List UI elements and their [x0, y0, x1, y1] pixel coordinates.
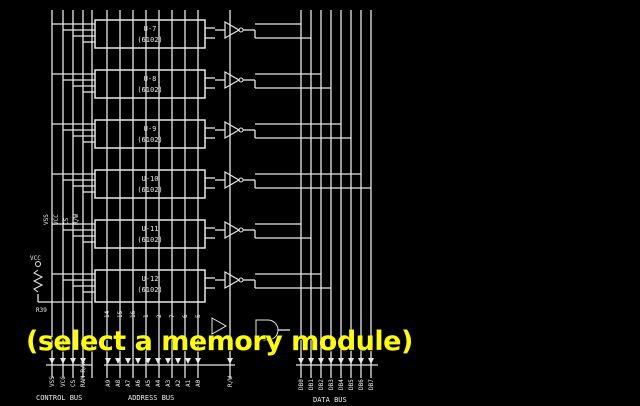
chip-label: U-7 — [144, 25, 157, 33]
address-bus-label: ADDRESS BUS — [128, 394, 174, 402]
data-arrow-icon — [298, 358, 304, 364]
chip-label: U-11 — [142, 225, 159, 233]
data-arrow-icon — [318, 358, 324, 364]
data-arrow-icon — [328, 358, 334, 364]
control-arrow-icon — [60, 358, 66, 364]
address-pin-number: 16 — [130, 310, 137, 318]
data-signal-label: DB5 — [348, 379, 355, 390]
address-signal-label: A1 — [185, 379, 192, 387]
side-signal-label: R/W — [73, 214, 80, 225]
address-pin-number: 14 — [104, 310, 111, 318]
address-signal-label: A9 — [105, 379, 112, 387]
rw-signal-label: R/W — [227, 376, 234, 387]
address-arrow-icon — [185, 358, 191, 364]
inverter-gate-icon — [211, 317, 228, 335]
address-signal-label: A0 — [195, 379, 202, 387]
control-arrow-icon — [49, 358, 55, 364]
data-bus-label: DATA BUS — [313, 396, 347, 404]
chip-part: (6102) — [137, 136, 162, 144]
address-signal-label: A2 — [175, 379, 182, 387]
chip-label: U-12 — [142, 275, 159, 283]
resistor-icon — [32, 269, 44, 293]
chip-u-7 — [94, 19, 206, 49]
address-signal-label: A4 — [155, 379, 162, 387]
chip-u-12 — [94, 269, 206, 303]
chip-label: U-10 — [142, 175, 159, 183]
address-arrow-icon — [145, 358, 151, 364]
control-arrow-icon — [80, 358, 86, 364]
address-pin-number: 15 — [117, 310, 124, 318]
data-signal-label: DB7 — [368, 379, 375, 390]
address-arrow-icon — [195, 358, 201, 364]
buffer-gate-icon — [224, 170, 241, 190]
address-arrow-icon — [105, 358, 111, 364]
address-arrow-icon — [155, 358, 161, 364]
chip-part: (6102) — [137, 86, 162, 94]
caption-instruction: (select a memory module) — [26, 326, 413, 357]
address-arrow-icon — [115, 358, 121, 364]
data-arrow-icon — [308, 358, 314, 364]
address-pin-number: 6 — [182, 314, 189, 318]
resistor-label: R39 — [36, 307, 47, 314]
control-signal-label: VSS — [49, 376, 56, 387]
side-signal-label: VCC — [53, 214, 60, 225]
side-signal-label: VSS — [43, 214, 50, 225]
buffer-gate-icon — [224, 270, 241, 290]
data-signal-label: DB0 — [298, 379, 305, 390]
buffer-gate-icon — [224, 70, 241, 90]
rw-arrow-icon — [227, 358, 233, 364]
address-arrow-icon — [175, 358, 181, 364]
side-signal-label: CS — [63, 217, 70, 225]
control-signal-label: VCC — [60, 376, 67, 387]
chip-u-11 — [94, 219, 206, 249]
control-signal-label: CS — [70, 379, 77, 387]
address-signal-label: A5 — [145, 379, 152, 387]
data-signal-label: DB1 — [308, 379, 315, 390]
chip-u-10 — [94, 169, 206, 199]
address-signal-label: A6 — [135, 379, 142, 387]
chip-label: U-8 — [144, 75, 157, 83]
data-arrow-icon — [348, 358, 354, 364]
data-arrow-icon — [358, 358, 364, 364]
chip-part: (6102) — [137, 186, 162, 194]
data-signal-label: DB4 — [338, 379, 345, 390]
nand-gate-icon — [255, 319, 279, 341]
buffer-gate-icon — [224, 220, 241, 240]
data-signal-label: DB2 — [318, 379, 325, 390]
address-arrow-icon — [135, 358, 141, 364]
address-pin-number: 7 — [169, 314, 176, 318]
address-signal-label: A7 — [125, 379, 132, 387]
address-pin-number: 2 — [156, 314, 163, 318]
buffer-gate-icon — [224, 20, 241, 40]
vcc-label: VCC — [30, 255, 41, 262]
chip-u-9 — [94, 119, 206, 149]
chip-part: (6102) — [137, 236, 162, 244]
control-arrow-icon — [70, 358, 76, 364]
address-pin-number: 1 — [143, 314, 150, 318]
control-bus-label: CONTROL BUS — [36, 394, 82, 402]
chip-label: U-9 — [144, 125, 157, 133]
address-signal-label: A3 — [165, 379, 172, 387]
chip-part: (6102) — [137, 286, 162, 294]
address-signal-label: A8 — [115, 379, 122, 387]
data-arrow-icon — [338, 358, 344, 364]
buffer-gate-icon — [224, 120, 241, 140]
control-signal-label: RAM R/W — [80, 361, 87, 387]
data-arrow-icon — [368, 358, 374, 364]
address-arrow-icon — [165, 358, 171, 364]
data-signal-label: DB3 — [328, 379, 335, 390]
address-pin-number: 5 — [195, 314, 202, 318]
chip-part: (6102) — [137, 36, 162, 44]
data-signal-label: DB6 — [358, 379, 365, 390]
vcc-terminal-icon — [35, 261, 41, 267]
chip-u-8 — [94, 69, 206, 99]
address-arrow-icon — [125, 358, 131, 364]
